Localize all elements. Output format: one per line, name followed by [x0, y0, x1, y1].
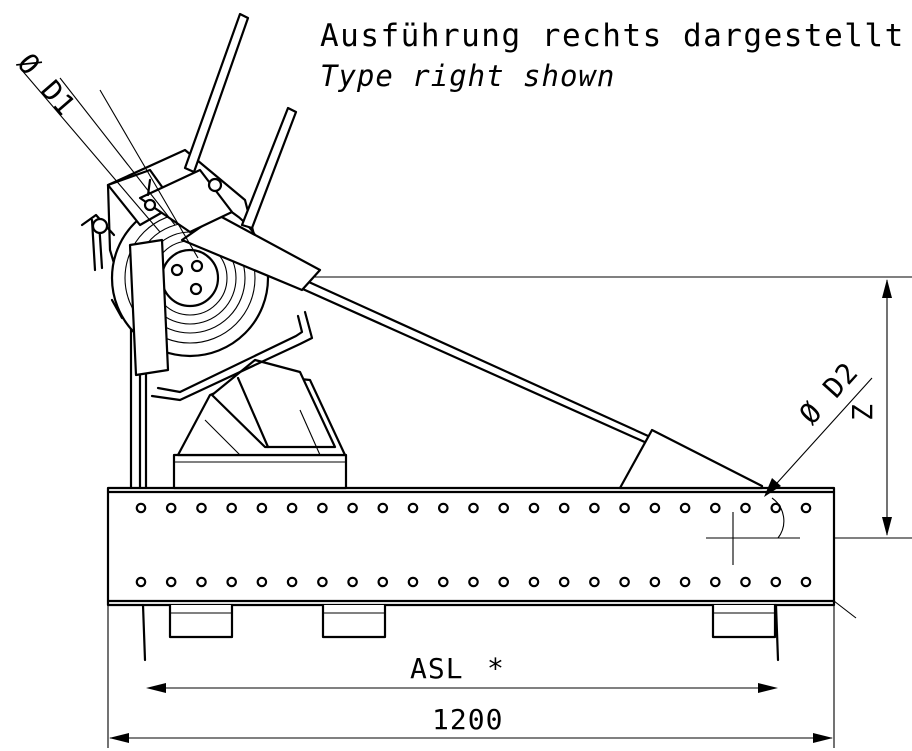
title-english: Type right shown	[320, 59, 615, 93]
beam-hole	[377, 576, 389, 588]
beam-hole	[347, 576, 358, 588]
beam-hole	[286, 576, 298, 588]
beam-hole	[377, 502, 389, 514]
beam-hole	[165, 502, 177, 514]
beam-hole	[679, 576, 691, 588]
beam-holes-bottom	[135, 576, 812, 588]
d2-wheel-reference	[706, 497, 800, 565]
title-german: Ausführung rechts dargestellt	[320, 18, 905, 54]
support-arm	[294, 276, 764, 490]
beam-hole	[226, 502, 237, 514]
beam-hole	[286, 502, 298, 514]
beam-hole	[498, 576, 509, 588]
beam-hole	[770, 502, 782, 514]
support-base	[172, 358, 348, 490]
beam-hole	[589, 576, 600, 588]
asl-dimension: ASL *	[146, 652, 778, 693]
beam-hole	[649, 502, 661, 514]
beam-hole	[679, 502, 691, 514]
beam-hole	[135, 576, 147, 588]
beam-hole	[528, 502, 540, 514]
length-dimension: 1200	[107, 605, 835, 748]
beam-hole	[468, 502, 479, 514]
beam-hole	[317, 502, 328, 514]
beam-hole	[619, 502, 630, 514]
asl-label: ASL	[410, 652, 464, 685]
beam-hole	[558, 502, 570, 514]
z-label: Z	[846, 403, 879, 421]
beam-hole	[528, 576, 540, 588]
beam-hole	[196, 502, 207, 514]
length-label: 1200	[432, 703, 503, 736]
beam-hole	[165, 576, 177, 588]
beam-feet	[141, 603, 780, 662]
beam-hole	[709, 502, 721, 514]
beam-hole	[256, 502, 268, 514]
roller-assembly	[80, 148, 322, 377]
beam-hole	[740, 502, 751, 514]
asl-mark: *	[487, 652, 505, 685]
beam-hole	[770, 576, 782, 588]
beam-hole	[347, 502, 358, 514]
beam-hole	[800, 576, 812, 588]
beam-hole	[437, 502, 449, 514]
handles	[143, 12, 298, 230]
beam-hole	[407, 502, 419, 514]
beam-hole	[800, 502, 812, 514]
beam-hole	[558, 576, 570, 588]
beam-hole	[740, 576, 751, 588]
d2-dimension: Ø D2	[764, 356, 873, 497]
beam-hole	[226, 576, 237, 588]
beam-hole	[256, 576, 268, 588]
beam-hole	[468, 576, 479, 588]
beam-holes-top	[135, 502, 812, 514]
beam-hole	[589, 502, 600, 514]
beam-hole	[407, 576, 419, 588]
beam-hole	[709, 576, 721, 588]
beam-hole	[619, 576, 630, 588]
beam-hole	[317, 576, 328, 588]
beam-hole	[135, 502, 147, 514]
beam-hole	[649, 576, 661, 588]
beam-hole	[498, 502, 509, 514]
beam-hole	[196, 576, 207, 588]
d1-label: Ø D1	[11, 47, 83, 123]
beam-hole	[437, 576, 449, 588]
